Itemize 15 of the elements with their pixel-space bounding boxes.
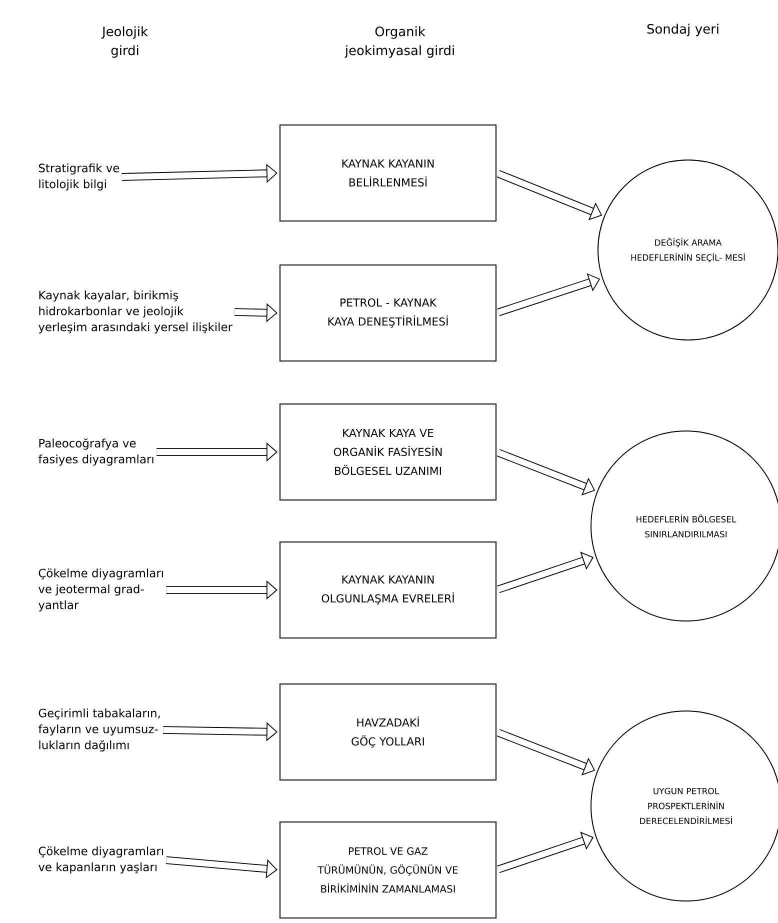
input-text: Geçirimli tabakaların, fayların ve uyumsuz- lukların dağılımı (38, 708, 160, 752)
input-text: Kaynak kayalar, birikmiş hidrokarbonlar ve jeolojik yerleşim arasındaki yersel ilişkiler (38, 290, 232, 334)
input-text: Paleocoğrafya ve fasiyes diyagramları (38, 438, 154, 466)
process-box: KAYNAK KAYANIN BELİRLENMESİ (280, 124, 496, 222)
input-text: Çökelme diyagramları ve kapanların yaşları (38, 846, 163, 874)
process-box: KAYNAK KAYA VE ORGANİK FASİYESİN BÖLGESEL UZANIMI (280, 404, 496, 500)
column-heading: Organik jeokimyasal girdi (344, 26, 454, 58)
process-box: PETROL - KAYNAK KAYA DENEŞTİRİLMESİ (280, 264, 496, 362)
process-box: HAVZADAKİ GÖÇ YOLLARI (280, 684, 496, 780)
input-text: Çökelme diyagramları ve jeotermal grad- yantlar (38, 568, 163, 612)
input-text: Stratigrafik ve litolojik bilgi (38, 163, 120, 190)
column-heading: Sondaj yeri (647, 24, 718, 36)
process-box: PETROL VE GAZ TÜRÜMÜNÜN, GÖÇÜNÜN VE BİRİKİMİNİN ZAMANLAMASI (280, 822, 496, 918)
column-heading: Jeolojik girdi (101, 26, 148, 58)
process-box: KAYNAK KAYANIN OLGUNLAŞMA EVRELERİ (280, 542, 496, 638)
